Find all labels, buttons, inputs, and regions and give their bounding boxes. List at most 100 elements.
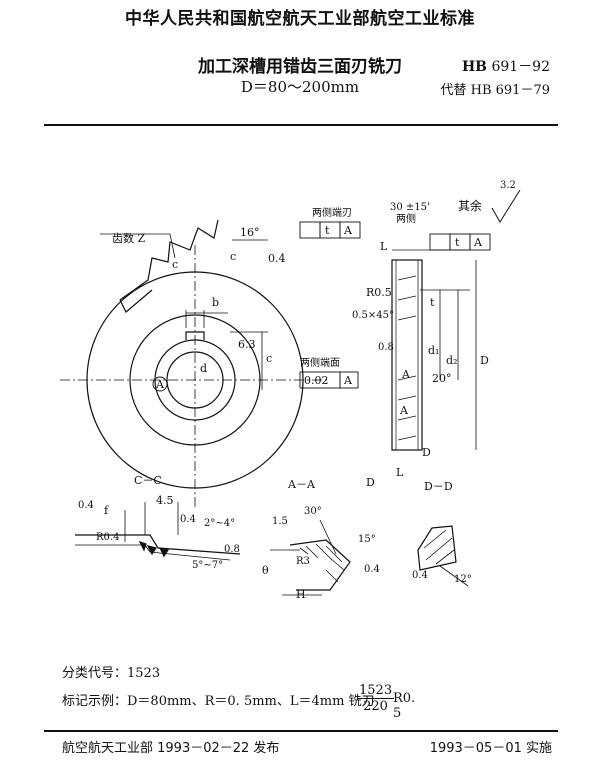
section-cc-hatching (138, 540, 169, 558)
roughness-08-label: 0.8 (378, 342, 394, 353)
cc-roughness-04b: 0.4 (180, 514, 196, 525)
label-t-side: t (430, 296, 435, 309)
runout-label: 0.02 (304, 374, 329, 387)
section-dd-hatching (423, 529, 455, 565)
angle-16-label: 16° (240, 226, 260, 239)
left-frame-3 (339, 221, 361, 239)
aa-angle-15: 15° (358, 534, 376, 545)
runout-datum-box (339, 371, 359, 389)
cc-angle-5-7: 5°~7° (192, 560, 223, 571)
marking-fraction: 1523 220 R0. 5 (357, 683, 415, 721)
aa-dim-15: 1.5 (272, 516, 288, 527)
replaces-standard: 代替 HB 691－79 (440, 83, 550, 98)
roughness-rest-label: 其余 (458, 198, 482, 213)
side-frame-2 (449, 233, 471, 251)
label-chamfer: 0.5×45° (352, 310, 394, 321)
roughness-32-label: 3.2 (500, 180, 516, 191)
left-frame-A: A (343, 224, 353, 237)
aa-label-R3: R3 (296, 556, 310, 567)
section-L-marker: L (396, 466, 404, 479)
tooth-count-arrow (169, 233, 176, 259)
section-d-marker: D (366, 476, 375, 489)
technical-drawing: 齿数 Z 16° c c 0.4 b 6.3 c d A 两侧端面 0.02 A… (60, 180, 521, 601)
side-marker-A1: A (401, 368, 411, 381)
header-rule (44, 124, 558, 126)
side-frame-1 (429, 233, 451, 251)
tooth-gullet (119, 289, 153, 313)
label-D: D (480, 354, 489, 367)
effective-date: 1993－05－01 实施 (429, 741, 552, 756)
section-aa-view (270, 519, 351, 596)
aa-theta: θ (262, 564, 269, 577)
label-c-3: c (266, 352, 272, 365)
side-frame-A: A (473, 236, 483, 249)
footer-rule (44, 730, 558, 732)
left-frame-1 (299, 221, 321, 239)
standard-number: HB 691－92 (462, 56, 550, 76)
marking-denominator: 220 (363, 699, 388, 714)
side-frame-3 (469, 233, 491, 251)
runout-datum-A: A (343, 374, 353, 387)
standard-header: 中华人民共和国航空航天工业部航空工业标准 (125, 9, 475, 29)
section-cc-title: C－C (134, 474, 162, 487)
label-R05: R0.5 (366, 286, 392, 299)
roughness-63-label: 6.3 (238, 338, 256, 351)
cutter-teeth (119, 219, 219, 301)
cc-roughness-08: 0.8 (224, 544, 240, 555)
section-aa-hatching (299, 543, 345, 583)
section-cc-profile-inner (75, 544, 231, 561)
side-marker-D: D (422, 446, 431, 459)
cc-label-R04: R0.4 (96, 532, 119, 543)
label-b: b (212, 296, 219, 309)
cc-label-f: f (104, 504, 109, 517)
label-d2: d₂ (446, 354, 457, 367)
two-side-blade-label: 两侧端刃 (312, 206, 352, 219)
label-c-1: c (172, 258, 178, 271)
section-dd-title: D－D (424, 480, 453, 493)
document-title: 加工深槽用错齿三面刃铣刀 (198, 57, 402, 77)
document-subtitle: D＝80～200mm (240, 78, 360, 96)
cutter-front-view (60, 219, 359, 510)
label-L-side: L (380, 240, 388, 253)
issued-date: 航空航天工业部 1993－02－22 发布 (62, 741, 280, 756)
aa-roughness-04: 0.4 (364, 564, 380, 575)
aa-label-H: H (296, 588, 306, 601)
cc-roughness-04: 0.4 (78, 500, 94, 511)
aa-angle-30 (319, 519, 337, 555)
tooth-count-label: 齿数 Z (112, 232, 145, 245)
roughness-04-label: 0.4 (268, 252, 286, 265)
side-frame-t: t (455, 236, 460, 249)
side-hatching (397, 275, 417, 441)
cc-angle-2-4: 2°~4° (204, 518, 235, 529)
two-side-label: 两侧端面 (300, 356, 340, 369)
section-cc-view (75, 502, 241, 561)
standard-prefix: HB (461, 59, 487, 75)
angle-30-15-label: 30 ±15' (390, 202, 430, 213)
label-A: A (155, 378, 165, 391)
dd-roughness-04: 0.4 (412, 570, 428, 581)
two-side-tooth-label: 两侧 (396, 212, 416, 225)
section-cc-profile (75, 534, 241, 555)
aa-angle-30: 30° (304, 506, 322, 517)
side-body (391, 259, 423, 451)
cutter-side-section (299, 189, 521, 451)
label-d: d (200, 362, 207, 375)
cc-dim-45-label: 4.5 (156, 494, 174, 507)
label-d1: d₁ (428, 344, 439, 357)
angle-20-label: 20° (432, 372, 452, 385)
dd-angle-12: 12° (454, 574, 472, 585)
left-frame-t: t (325, 224, 330, 237)
standard-code: 691－92 (491, 59, 550, 75)
roughness-symbol-rest (491, 189, 521, 223)
datum-marker-a (152, 376, 168, 392)
label-c-2: c (230, 250, 236, 263)
marking-example: 标记示例：D＝80mm、R＝0. 5mm、L＝4mm 铣刀 (62, 694, 375, 709)
section-dd-view (417, 525, 469, 587)
marking-suffix: R0. 5 (393, 691, 416, 721)
section-dd-profile (417, 525, 457, 571)
left-frame-2 (319, 221, 341, 239)
marking-numerator: 1523 (357, 683, 395, 699)
classification-code: 分类代号：1523 (62, 666, 161, 681)
dd-angle-line (439, 565, 469, 587)
section-aa-profile (289, 539, 351, 591)
